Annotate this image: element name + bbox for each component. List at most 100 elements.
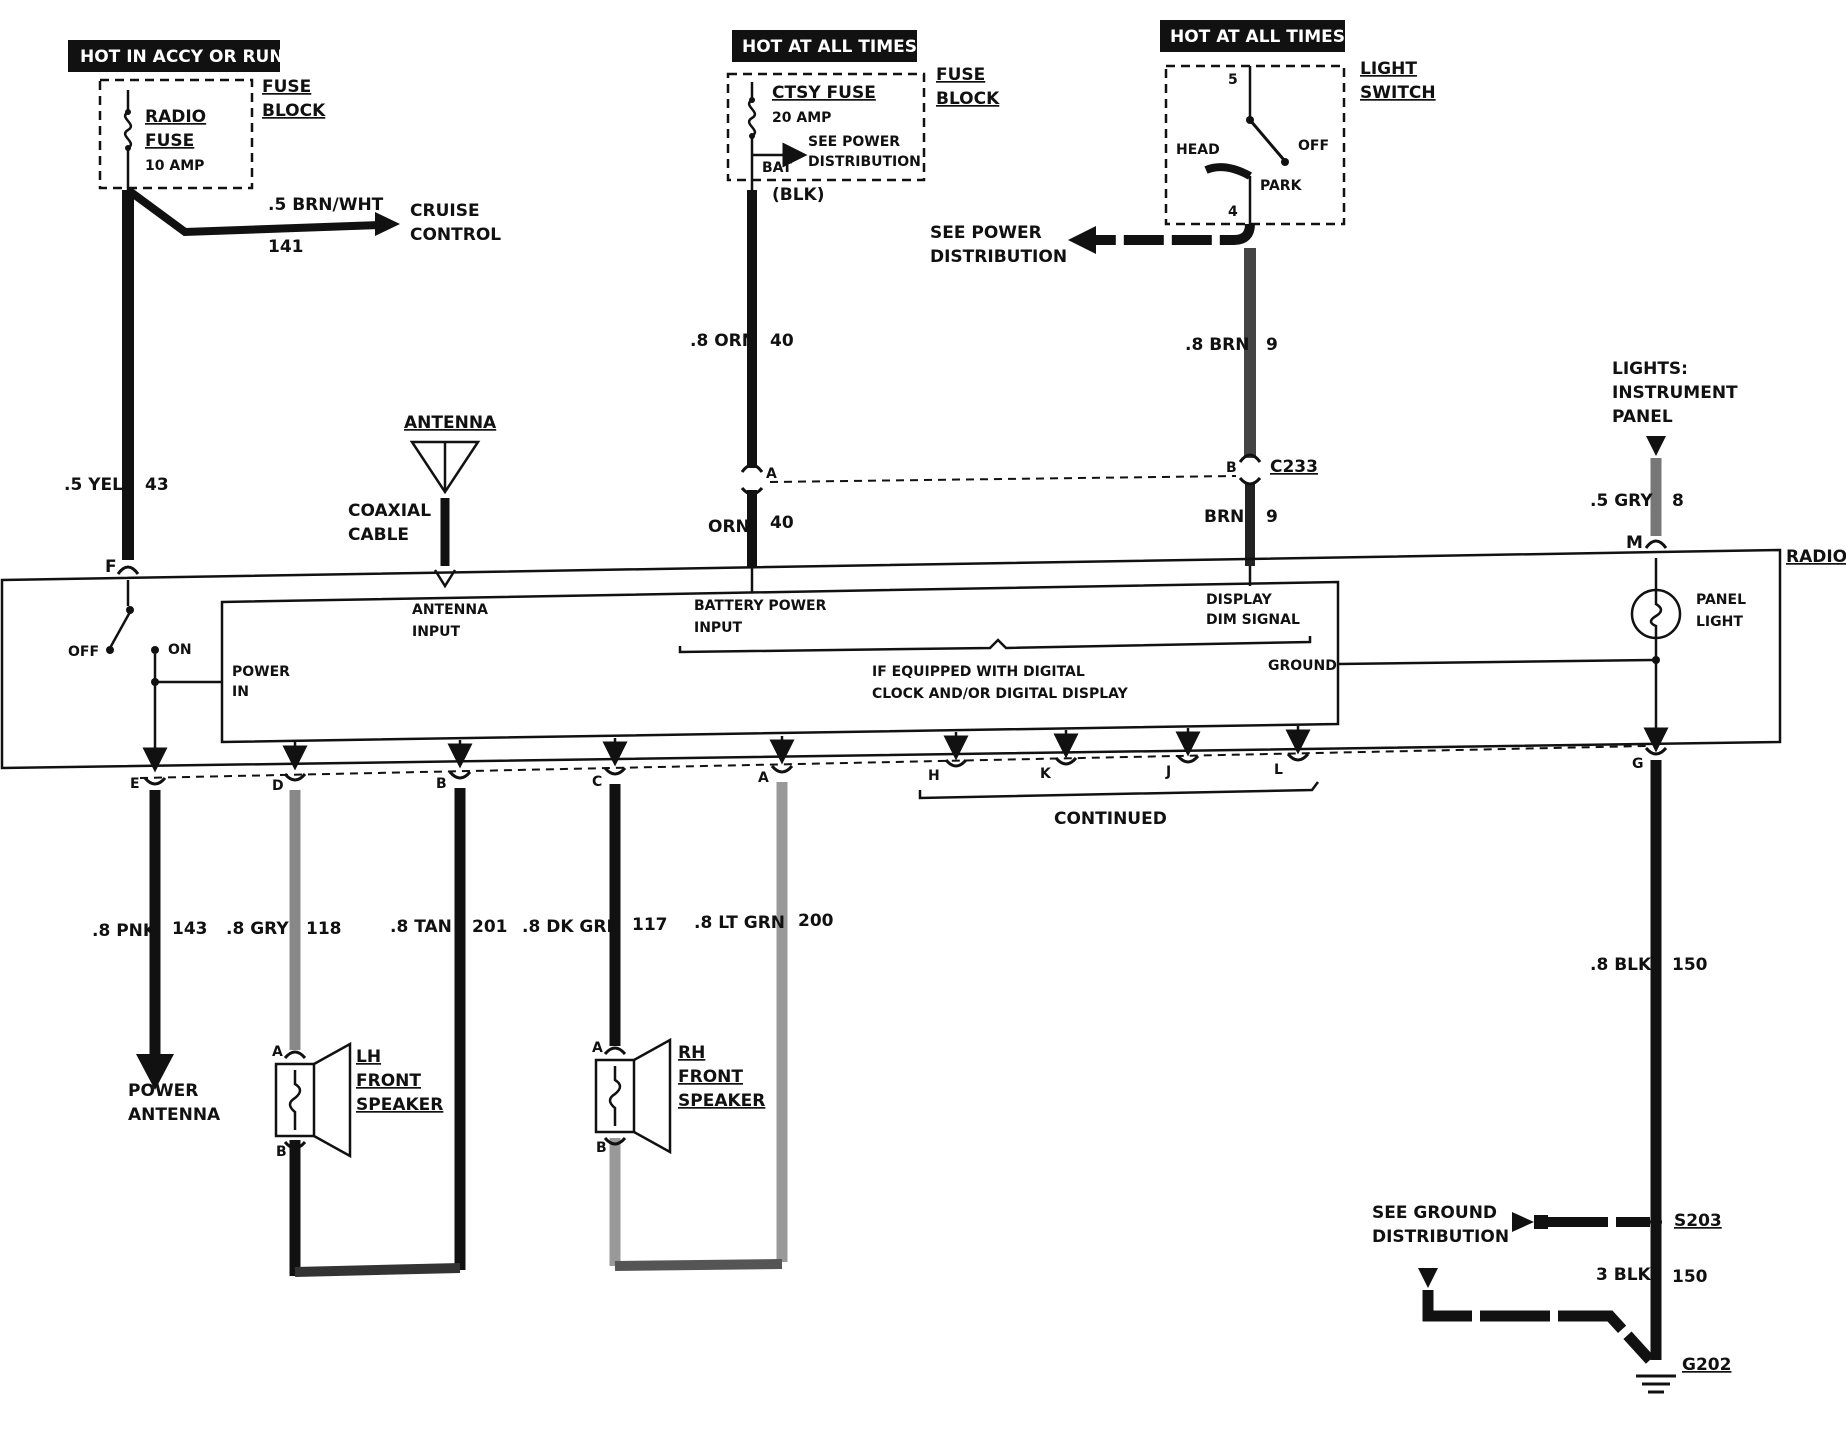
- lh-speaker-icon: [274, 1062, 316, 1138]
- switch-pin-4: 4: [1228, 204, 1238, 220]
- ctsy-note-2: DISTRIBUTION: [808, 154, 921, 170]
- rh-speaker-circuit: .8 DK GRN 117 .8 LT GRN 200 A B RH FRONT…: [522, 782, 834, 1271]
- pin-m: M: [1626, 533, 1643, 553]
- g202-label: G202: [1682, 1355, 1731, 1375]
- pnk-wire-label: .8 PNK: [92, 921, 157, 941]
- wire-brn-9: .8 BRN 9 B C233 BRN 9: [1185, 248, 1318, 566]
- rh-speaker-icon: [594, 1058, 636, 1134]
- blk-wire-number: 150: [1672, 955, 1708, 975]
- see-power-line-1: SEE POWER: [930, 223, 1042, 243]
- pin-a: A: [758, 770, 769, 786]
- light-switch-block: 5 4 HEAD OFF PARK LIGHT SWITCH: [1164, 59, 1436, 226]
- instrument-line-1: LIGHTS:: [1612, 359, 1688, 379]
- gry-wire-number: 8: [1672, 491, 1684, 511]
- display-dim-2: DIM SIGNAL: [1206, 612, 1300, 628]
- radio-fuse-name-1: RADIO: [145, 107, 206, 127]
- radio-unit: RADIO OFF ON POWER IN ANTENNA INPUT BATT…: [0, 547, 1846, 773]
- c233-pin-b: B: [1226, 460, 1237, 476]
- bottom-connector-row: E D B C A H K J L G CONTINUED: [130, 745, 1668, 829]
- orn2-wire-label: ORN: [708, 517, 750, 537]
- lh-pin-b: B: [276, 1144, 287, 1160]
- orn-wire-label: .8 ORN: [690, 331, 756, 351]
- yel-wire-label: .5 YEL: [64, 475, 123, 495]
- power-in-1: POWER: [232, 664, 290, 680]
- pin-d: D: [272, 778, 284, 794]
- antenna-input-2: INPUT: [412, 624, 461, 640]
- digital-note-2: CLOCK AND/OR DIGITAL DISPLAY: [872, 686, 1129, 702]
- lh-speaker-circuit: .8 GRY 118 .8 TAN 201 A B LH FRONT SPEAK…: [226, 788, 508, 1277]
- switch-on-label: ON: [168, 642, 192, 658]
- pin-c: C: [592, 774, 602, 790]
- switch-off-label: OFF: [68, 644, 99, 660]
- instrument-line-3: PANEL: [1612, 407, 1673, 427]
- switch-pos-off: OFF: [1298, 138, 1329, 154]
- power-antenna-2: ANTENNA: [128, 1105, 221, 1125]
- wire-pnk-143: .8 PNK 143 POWER ANTENNA: [92, 790, 221, 1125]
- battery-input-2: INPUT: [694, 620, 743, 636]
- rh-speaker-2: FRONT: [678, 1067, 743, 1087]
- ctsy-bat: BAT: [762, 160, 792, 176]
- pin-e: E: [130, 776, 140, 792]
- instrument-panel-lights: LIGHTS: INSTRUMENT PANEL .5 GRY 8 M: [1590, 359, 1738, 553]
- ctsy-note-1: SEE POWER: [808, 134, 900, 150]
- blk-wire-label: .8 BLK: [1590, 955, 1652, 975]
- instrument-line-2: INSTRUMENT: [1612, 383, 1738, 403]
- pin-j: J: [1165, 764, 1171, 780]
- radio-fuse-rating: 10 AMP: [145, 158, 204, 174]
- gry2-wire-label: .8 GRY: [226, 919, 289, 939]
- pin-l: L: [1274, 762, 1283, 778]
- pin-k: K: [1040, 766, 1052, 782]
- antenna-symbol: ANTENNA COAXIAL CABLE: [348, 413, 497, 589]
- fuse-block-left-2: BLOCK: [262, 101, 326, 121]
- radio-fuse-name-2: FUSE: [145, 131, 194, 151]
- fuse-block-mid-2: BLOCK: [936, 89, 1000, 109]
- wire-orn-40: .8 ORN 40 A ORN 40: [690, 190, 794, 568]
- ctsy-blk: (BLK): [772, 185, 825, 205]
- blk3-wire-label: 3 BLK: [1596, 1265, 1652, 1285]
- switch-pos-head: HEAD: [1176, 142, 1220, 158]
- wire-yel-43: .5 YEL 43 F: [64, 190, 169, 577]
- blk3-wire-number: 150: [1672, 1267, 1708, 1287]
- fuse-symbol-left: [123, 90, 133, 190]
- banner-hot-accy-run: HOT IN ACCY OR RUN: [68, 40, 284, 72]
- switch-pin-5: 5: [1228, 72, 1238, 88]
- banner-hot-all-times-right: HOT AT ALL TIMES: [1160, 20, 1345, 52]
- banner-left-text: HOT IN ACCY OR RUN: [80, 47, 284, 67]
- fuse-block-left-1: FUSE: [262, 77, 311, 97]
- orn-wire-number: 40: [770, 331, 794, 351]
- lh-speaker-2: FRONT: [356, 1071, 421, 1091]
- ltgrn-wire-number: 200: [798, 911, 834, 931]
- tan-wire-label: .8 TAN: [390, 917, 452, 937]
- lh-pin-a: A: [272, 1044, 283, 1060]
- pin-h: H: [928, 768, 940, 784]
- pnk-wire-number: 143: [172, 919, 208, 939]
- rh-speaker-1: RH: [678, 1043, 705, 1063]
- rh-speaker-3: SPEAKER: [678, 1091, 765, 1111]
- brn2-wire-label: BRN: [1204, 507, 1244, 527]
- display-dim-1: DISPLAY: [1206, 592, 1273, 608]
- lh-speaker-3: SPEAKER: [356, 1095, 443, 1115]
- orn2-wire-number: 40: [770, 513, 794, 533]
- rh-pin-a: A: [592, 1040, 603, 1056]
- coax-label-2: CABLE: [348, 525, 409, 545]
- gry-wire-label: .5 GRY: [1590, 491, 1653, 511]
- cruise-control-branch: .5 BRN/WHT 141 CRUISE CONTROL: [125, 186, 501, 257]
- brn-wire-number: 9: [1266, 335, 1278, 355]
- dkgrn-wire-number: 117: [632, 915, 668, 935]
- see-power-distribution: SEE POWER DISTRIBUTION: [930, 223, 1255, 267]
- continued-label: CONTINUED: [1054, 809, 1167, 829]
- yel-wire-number: 43: [145, 475, 169, 495]
- cruise-label-2: CONTROL: [410, 225, 501, 245]
- cruise-wire-number: 141: [268, 237, 304, 257]
- battery-input-1: BATTERY POWER: [694, 598, 827, 614]
- antenna-input-1: ANTENNA: [412, 602, 488, 618]
- cruise-label-1: CRUISE: [410, 201, 480, 221]
- coax-label-1: COAXIAL: [348, 501, 431, 521]
- power-in-2: IN: [232, 684, 249, 700]
- cruise-wire-label: .5 BRN/WHT: [268, 195, 384, 215]
- pin-g: G: [1632, 756, 1644, 772]
- see-power-line-2: DISTRIBUTION: [930, 247, 1067, 267]
- dkgrn-wire-label: .8 DK GRN: [522, 917, 621, 937]
- c233-pin-a: A: [766, 466, 777, 482]
